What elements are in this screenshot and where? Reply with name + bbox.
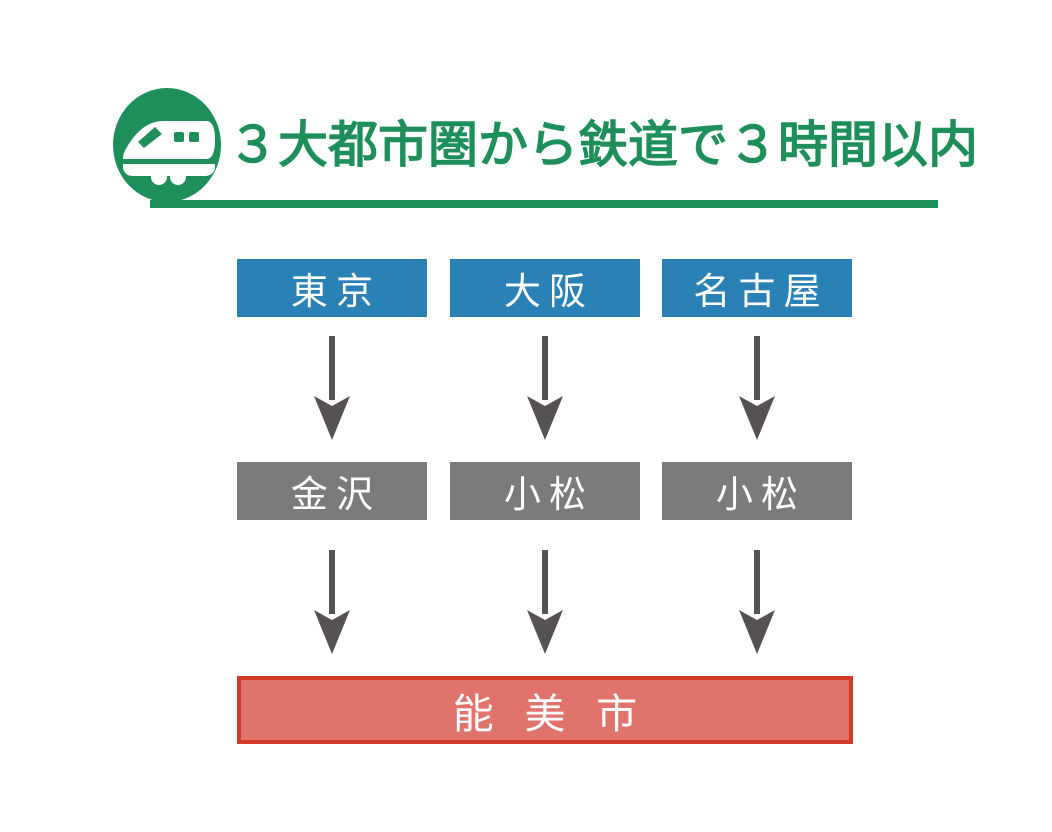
header-underline: [150, 200, 938, 208]
gateway-box-komatsu-2: 小松: [662, 462, 852, 520]
shinkansen-train-icon: [112, 88, 222, 202]
gateway-box-komatsu-1: 小松: [450, 462, 640, 520]
down-arrow-icon: [739, 336, 775, 440]
down-arrow-icon: [314, 336, 350, 440]
down-arrow-icon: [527, 336, 563, 440]
down-arrow-icon: [314, 550, 350, 654]
down-arrow-icon: [527, 550, 563, 654]
down-arrow-icon: [739, 550, 775, 654]
destination-box-nomi-city: 能美市: [237, 676, 853, 744]
gateway-box-kanazawa: 金沢: [237, 462, 427, 520]
page-title: ３大都市圏から鉄道で３時間以内: [228, 117, 978, 173]
origin-box-nagoya: 名古屋: [662, 259, 852, 317]
origin-box-osaka: 大阪: [450, 259, 640, 317]
origin-box-tokyo: 東京: [237, 259, 427, 317]
